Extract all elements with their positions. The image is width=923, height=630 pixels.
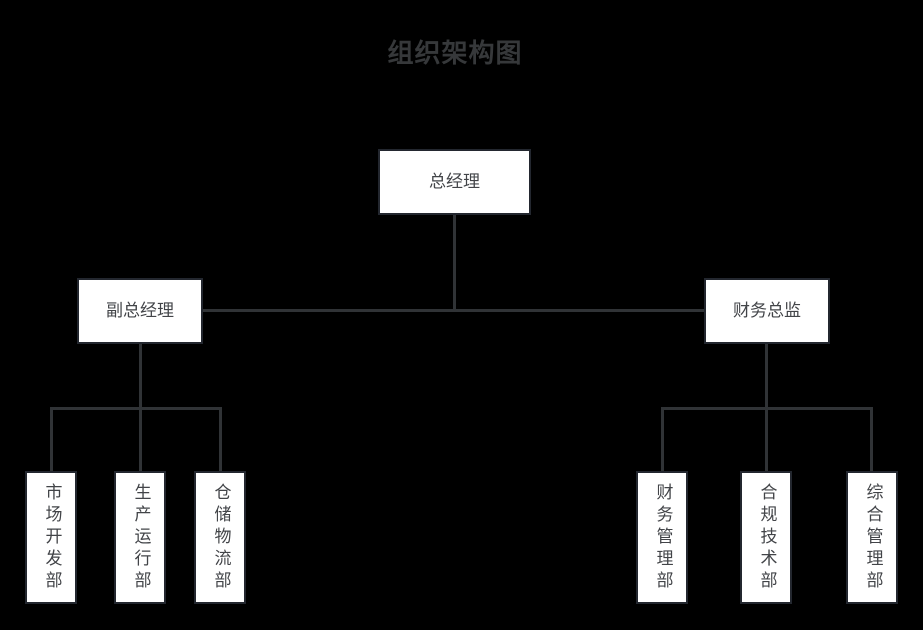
- node-general-manager-label: 总经理: [429, 171, 480, 192]
- node-warehouse-logistics-dept[interactable]: 仓储物流部: [194, 471, 246, 604]
- connector-right-bus: [661, 407, 873, 410]
- connector-drop-warehouse: [219, 407, 222, 471]
- connector-drop-market: [50, 407, 53, 471]
- node-deputy-general-manager-label: 副总经理: [106, 300, 174, 321]
- node-general-manager[interactable]: 总经理: [378, 149, 531, 215]
- node-finance-management-dept-label: 财务管理部: [652, 482, 673, 593]
- node-warehouse-logistics-dept-label: 仓储物流部: [210, 482, 231, 593]
- node-compliance-technology-dept[interactable]: 合规技术部: [740, 471, 792, 604]
- node-general-management-dept-label: 综合管理部: [862, 482, 883, 593]
- connector-gm-down: [453, 215, 456, 311]
- connector-main-horizontal: [203, 309, 704, 312]
- connector-left-bus: [50, 407, 221, 410]
- chart-title: 组织架构图: [387, 39, 523, 69]
- node-production-operation-dept-label: 生产运行部: [130, 482, 151, 593]
- node-finance-director-label: 财务总监: [733, 300, 801, 321]
- node-finance-management-dept[interactable]: 财务管理部: [636, 471, 688, 604]
- node-production-operation-dept[interactable]: 生产运行部: [114, 471, 166, 604]
- connector-drop-general: [870, 407, 873, 471]
- node-finance-director[interactable]: 财务总监: [704, 278, 830, 344]
- node-compliance-technology-dept-label: 合规技术部: [756, 482, 777, 593]
- node-deputy-general-manager[interactable]: 副总经理: [77, 278, 203, 344]
- connector-drop-finance: [661, 407, 664, 471]
- node-market-development-dept[interactable]: 市场开发部: [25, 471, 77, 604]
- node-market-development-dept-label: 市场开发部: [41, 482, 62, 593]
- node-general-management-dept[interactable]: 综合管理部: [846, 471, 898, 604]
